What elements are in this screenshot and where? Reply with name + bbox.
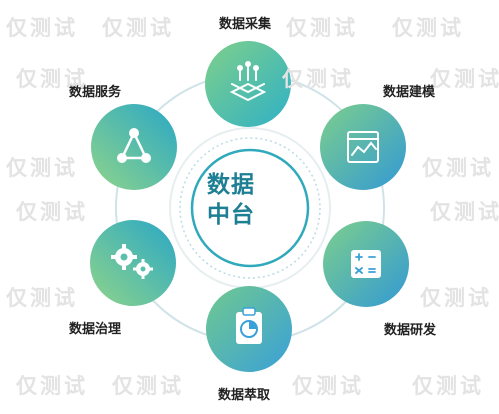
calculator-icon	[351, 250, 381, 278]
center-title: 数据 中台	[185, 170, 277, 230]
inner-ring-dashed	[179, 137, 321, 279]
label-service: 数据服务	[69, 85, 122, 100]
watermark: 仅测试	[16, 374, 88, 398]
watermark: 仅测试	[282, 67, 354, 91]
center-circle	[190, 148, 310, 268]
watermark: 仅测试	[412, 374, 484, 398]
watermark: 仅测试	[422, 156, 494, 180]
watermark: 仅测试	[6, 156, 78, 180]
node-extract	[206, 286, 292, 372]
gears-icon	[111, 244, 153, 279]
watermark: 仅测试	[286, 16, 358, 40]
center-title-line1: 数据	[207, 172, 255, 198]
watermark: 仅测试	[16, 200, 88, 224]
node-service	[91, 104, 177, 190]
label-model: 数据建模	[383, 85, 436, 100]
node-model	[320, 104, 406, 190]
node-collect	[205, 41, 291, 127]
watermark: 仅测试	[420, 286, 492, 310]
data-model-icon	[347, 131, 379, 163]
label-extract: 数据萃取	[218, 388, 271, 403]
watermark: 仅测试	[430, 200, 499, 224]
network-icon	[117, 128, 151, 163]
center-title-line2: 中台	[207, 202, 255, 228]
label-govern: 数据治理	[69, 322, 122, 337]
node-develop	[323, 221, 409, 307]
watermark: 仅测试	[16, 67, 88, 91]
watermark: 仅测试	[6, 286, 78, 310]
label-develop: 数据研发	[384, 323, 437, 338]
data-collect-icon	[229, 61, 267, 102]
watermark: 仅测试	[112, 374, 184, 398]
watermark: 仅测试	[430, 67, 499, 91]
watermark: 仅测试	[292, 374, 364, 398]
clipboard-icon	[236, 307, 262, 344]
node-govern	[90, 220, 176, 306]
label-collect: 数据采集	[219, 17, 272, 32]
watermark: 仅测试	[6, 16, 78, 40]
watermark: 仅测试	[102, 16, 174, 40]
watermark: 仅测试	[392, 16, 464, 40]
